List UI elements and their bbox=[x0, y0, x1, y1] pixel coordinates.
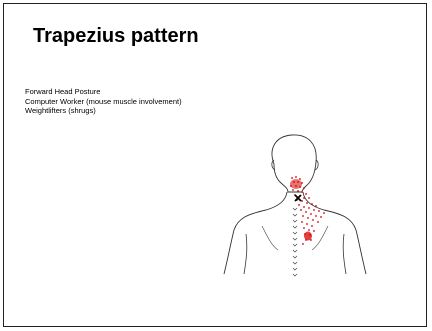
slide-title: Trapezius pattern bbox=[33, 25, 199, 48]
spine-markers bbox=[293, 208, 297, 276]
bullet-list: Forward Head Posture Computer Worker (mo… bbox=[25, 87, 182, 116]
scapula-left bbox=[262, 226, 278, 250]
bullet-item: Forward Head Posture bbox=[25, 87, 182, 97]
trigger-point-x-icon bbox=[295, 195, 301, 201]
arm-left-inner bbox=[244, 234, 247, 274]
referral-core-lower bbox=[304, 232, 312, 241]
trapezius-referral-illustration bbox=[216, 134, 378, 294]
torso-outline bbox=[224, 192, 366, 274]
referral-core-upper bbox=[290, 179, 302, 189]
bullet-item: Weightlifters (shrugs) bbox=[25, 106, 182, 116]
slide: Trapezius pattern Forward Head Posture C… bbox=[3, 3, 427, 327]
arm-right-inner bbox=[343, 234, 346, 274]
scapula-right bbox=[312, 226, 328, 250]
bullet-item: Computer Worker (mouse muscle involvemen… bbox=[25, 97, 182, 107]
